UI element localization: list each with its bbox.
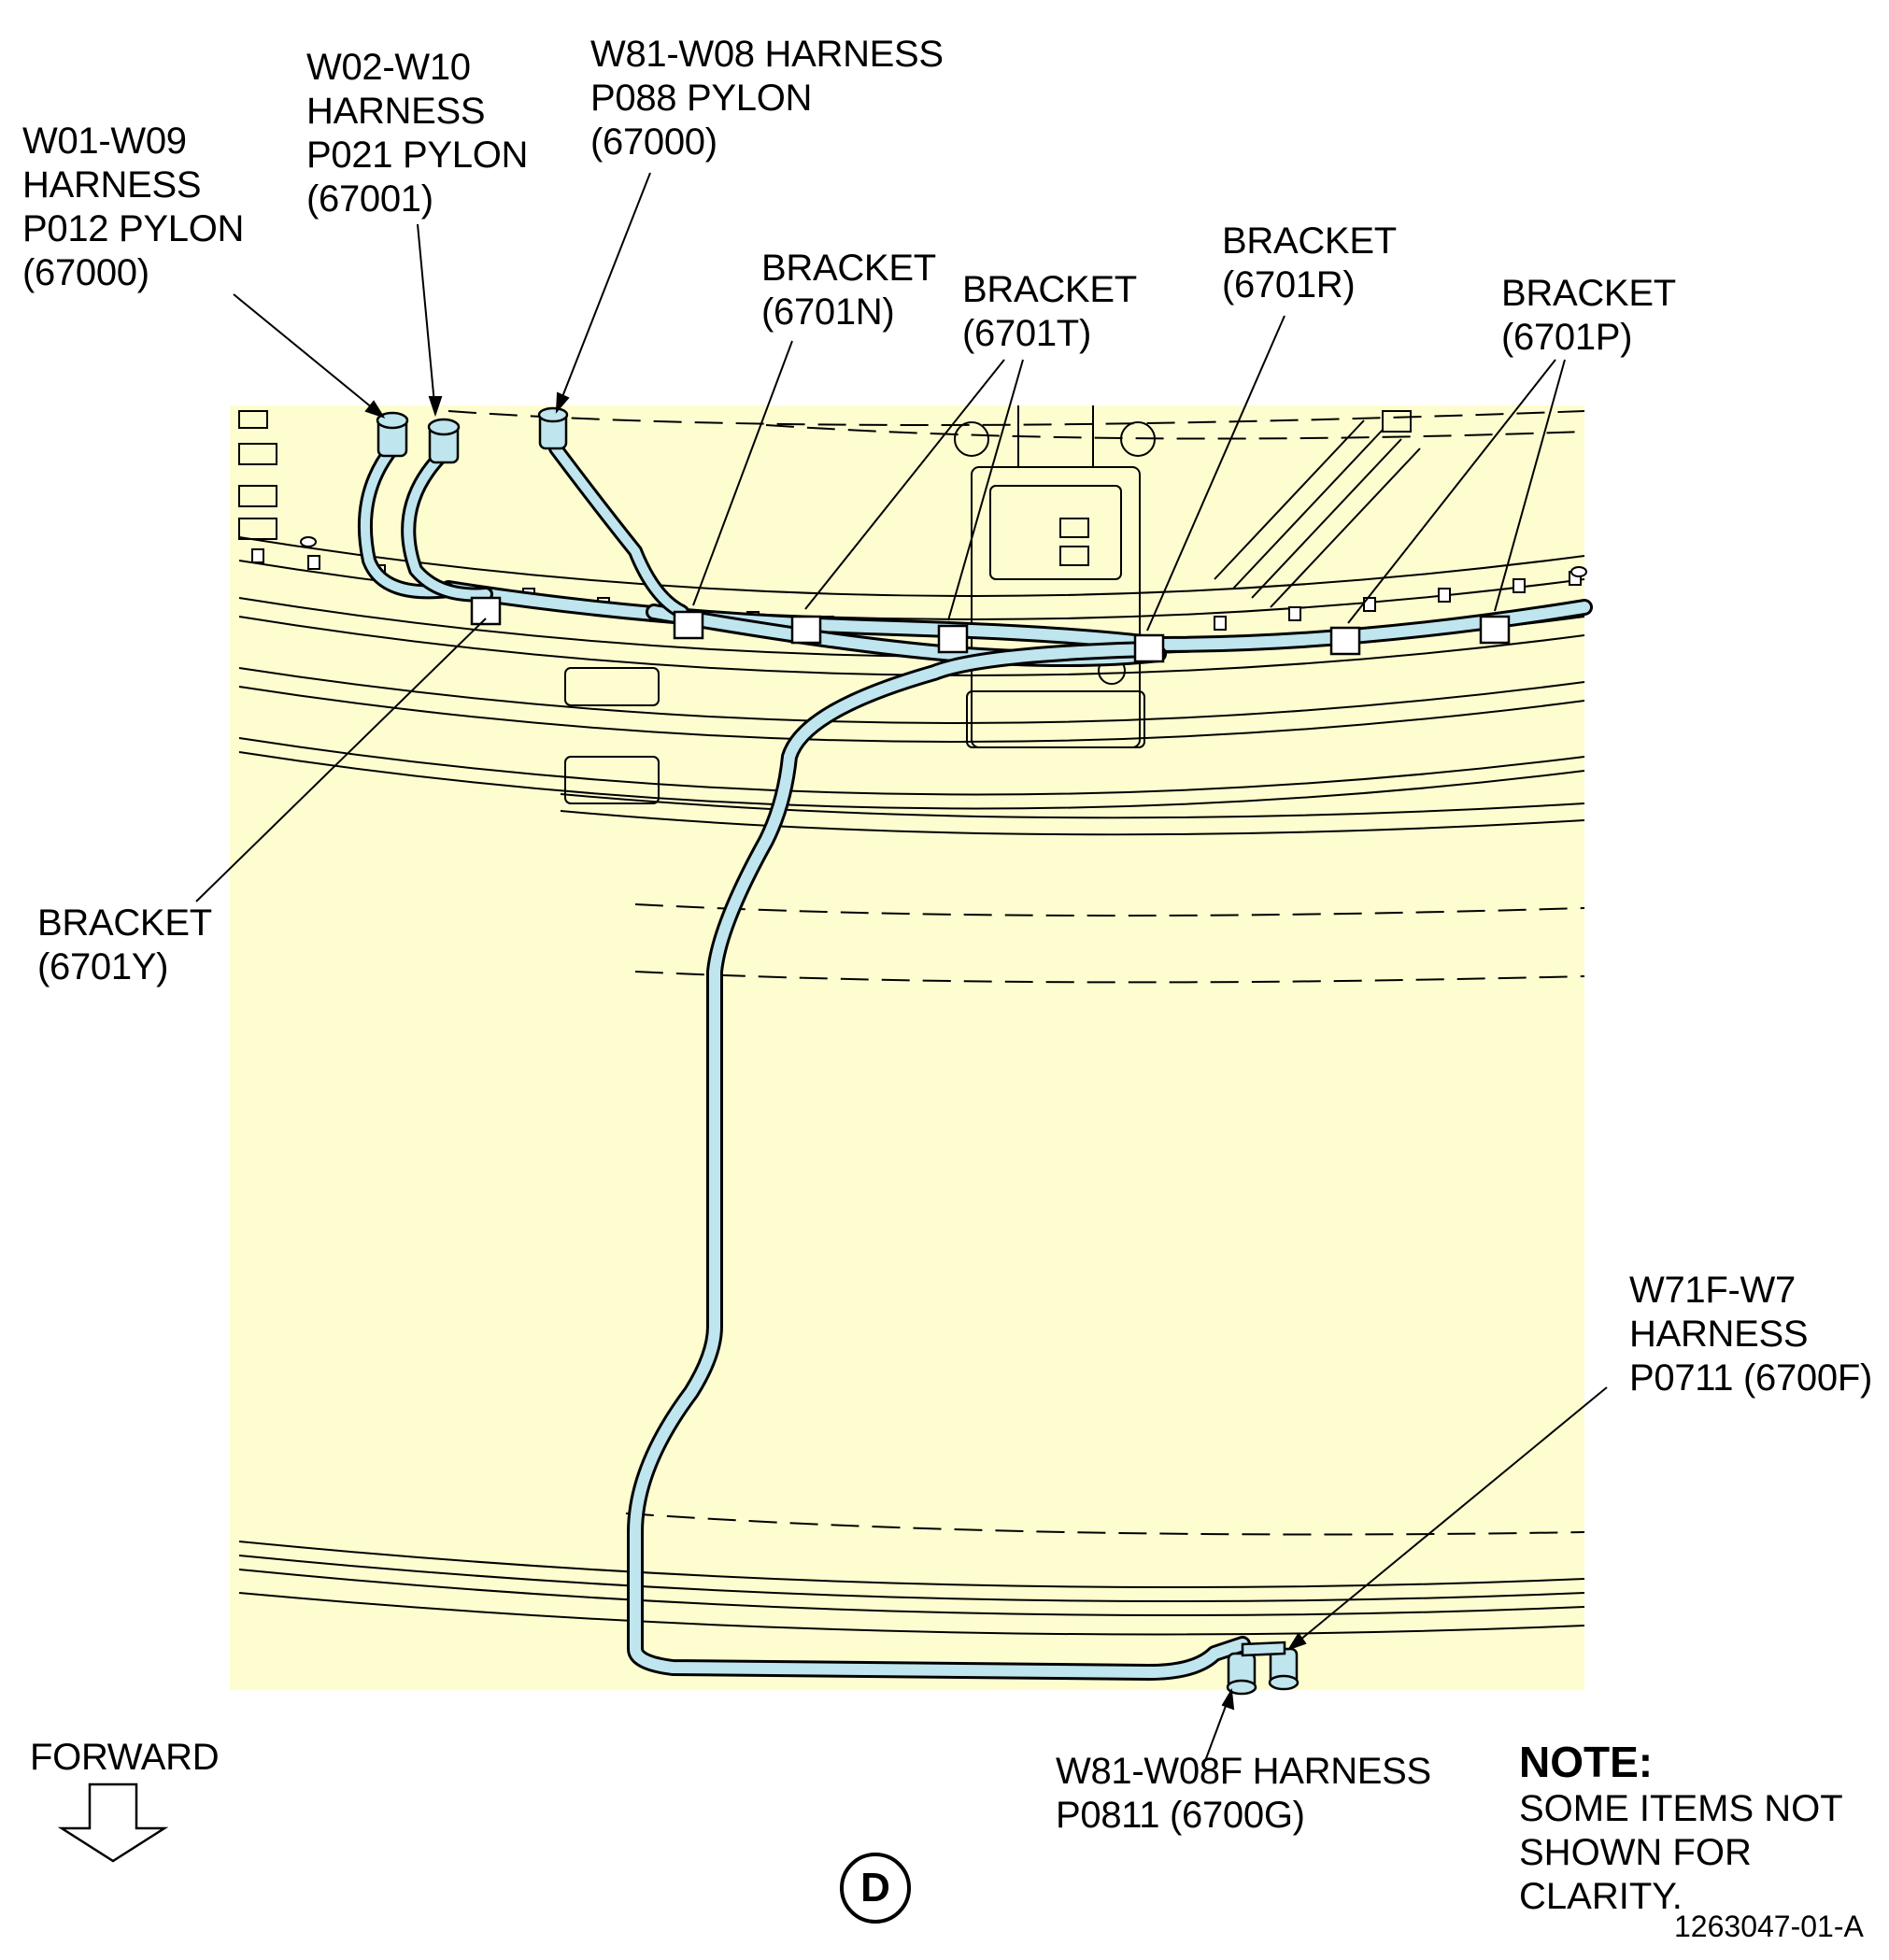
callout-bracket-6701n: BRACKET (6701N) bbox=[761, 248, 936, 333]
forward-arrow-icon bbox=[57, 1782, 169, 1863]
callout-w71f-w7: W71F-W7 HARNESS P0711 (6700F) bbox=[1629, 1270, 1872, 1399]
bottom-connectors bbox=[1226, 1640, 1300, 1696]
dashed-hidden-lines bbox=[447, 410, 1585, 1536]
note-text: SOME ITEMS NOT SHOWN FOR CLARITY. bbox=[1519, 1788, 1843, 1917]
callout-bracket-6701p: BRACKET (6701P) bbox=[1501, 273, 1676, 358]
callout-w81-w08: W81-W08 HARNESS P088 PYLON (67000) bbox=[590, 34, 944, 163]
pylon-mount-plate bbox=[954, 405, 1156, 748]
upper-right-struts bbox=[1214, 410, 1421, 608]
callout-w81-w08f: W81-W08F HARNESS P0811 (6700G) bbox=[1056, 1751, 1431, 1836]
note-heading: NOTE: bbox=[1519, 1738, 1654, 1786]
connector-harness-drops bbox=[357, 441, 689, 619]
left-edge-fittings bbox=[238, 410, 660, 804]
long-harness-route bbox=[627, 641, 1251, 1681]
pylon-connectors bbox=[376, 406, 569, 464]
callout-bracket-6701t: BRACKET (6701T) bbox=[962, 269, 1137, 354]
callout-w02-w10: W02-W10 HARNESS P021 PYLON (67001) bbox=[306, 47, 529, 220]
lower-frame bbox=[238, 1541, 1585, 1636]
view-letter-circle bbox=[840, 1853, 911, 1924]
view-letter: D bbox=[860, 1865, 890, 1910]
callout-bracket-6701r: BRACKET (6701R) bbox=[1222, 220, 1397, 305]
figure-id: 1263047-01-A bbox=[1674, 1910, 1864, 1943]
callout-w01-w09: W01-W09 HARNESS P012 PYLON (67000) bbox=[22, 121, 245, 293]
harness-brackets bbox=[470, 596, 1511, 663]
callout-bracket-6701y: BRACKET (6701Y) bbox=[37, 902, 212, 987]
forward-label: FORWARD bbox=[30, 1737, 220, 1778]
leader-lines bbox=[195, 172, 1608, 1762]
